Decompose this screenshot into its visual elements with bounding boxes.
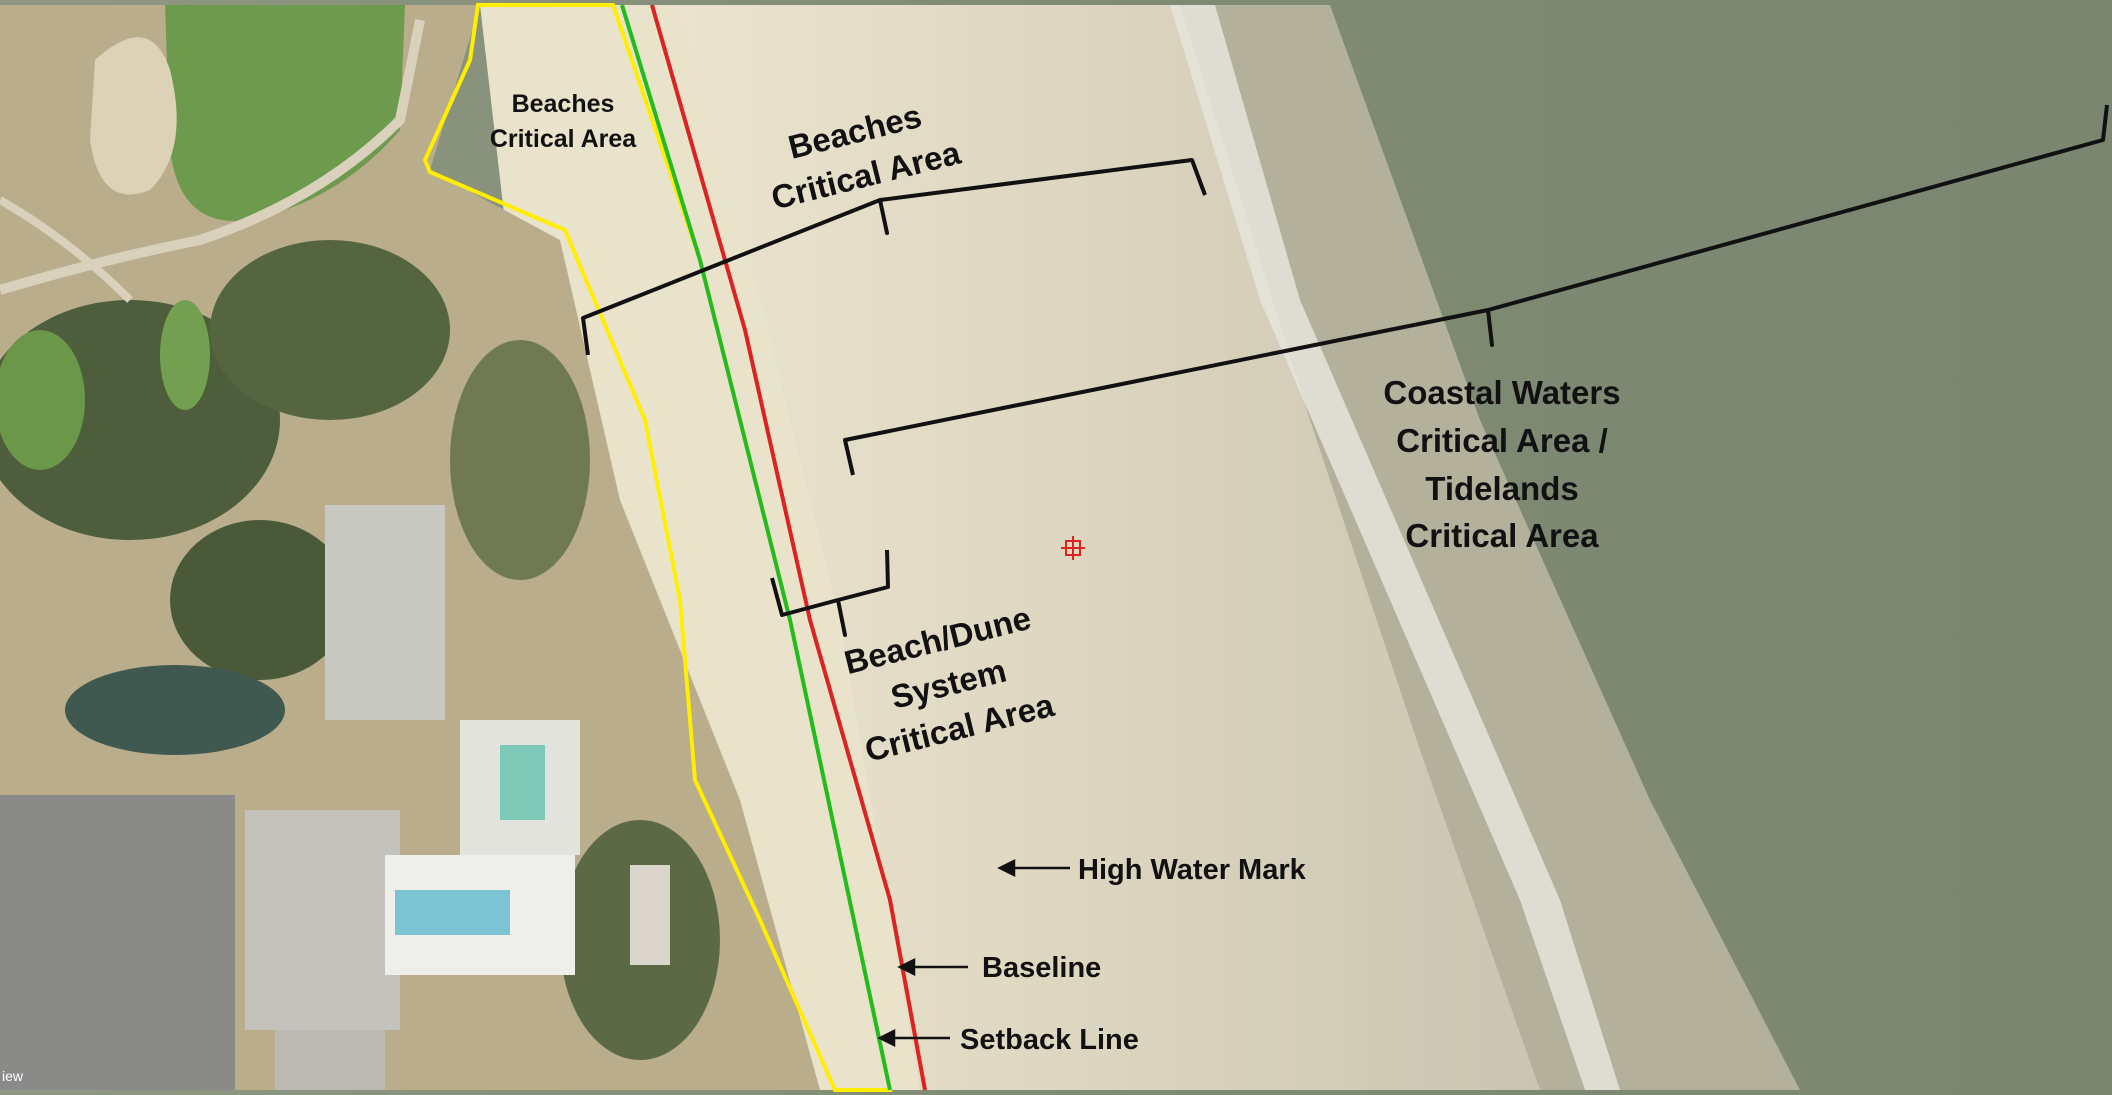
coastal-waters-label: Critical Area xyxy=(1405,517,1599,554)
beaches-inner-label: Critical Area xyxy=(490,125,637,153)
golf-green xyxy=(0,330,85,470)
target-marker xyxy=(1061,536,1085,560)
annotation-arrows xyxy=(877,858,1070,1048)
regulatory-lines xyxy=(422,3,927,1092)
swimming-pool xyxy=(395,890,510,935)
baseline-arrowhead xyxy=(897,957,916,977)
cart-path xyxy=(0,19,425,295)
cart-path xyxy=(0,196,133,303)
setback-line xyxy=(620,4,892,1091)
coastal-waters-label: Critical Area / xyxy=(1396,422,1608,459)
swimming-pool xyxy=(500,745,545,820)
surf-zone xyxy=(1170,5,1620,1090)
coastal-waters-label: Tidelands xyxy=(1425,470,1578,507)
parking-lot xyxy=(325,505,445,720)
annotation-brackets xyxy=(581,104,2109,637)
setback-line-arrowhead xyxy=(877,1028,896,1048)
vegetation-cluster xyxy=(450,340,590,580)
vegetation-cluster xyxy=(210,240,450,420)
building xyxy=(245,810,400,1030)
building xyxy=(275,1030,385,1090)
sand-trap xyxy=(90,37,177,195)
golf-green xyxy=(160,300,210,410)
map-labels: Beaches Critical Area Beaches Critical A… xyxy=(2,90,1621,1084)
pond xyxy=(65,665,285,755)
boardwalk xyxy=(630,865,670,965)
baseline-label: Baseline xyxy=(982,952,1101,984)
high-water-mark-arrowhead xyxy=(997,858,1016,878)
parking-lot xyxy=(0,795,235,1090)
baseline xyxy=(650,4,927,1091)
beaches-inner-label: Beaches xyxy=(512,90,615,118)
coastal-waters-bracket xyxy=(843,104,2109,476)
coastal-waters-label: Coastal Waters xyxy=(1383,374,1620,411)
beach-dune-bracket xyxy=(770,549,890,637)
vegetation-cluster xyxy=(170,520,350,680)
setback-line-label: Setback Line xyxy=(960,1024,1139,1056)
watermark-text: iew xyxy=(2,1068,24,1084)
high-water-mark-label: High Water Mark xyxy=(1078,854,1307,886)
beaches-bracket xyxy=(581,158,1207,356)
